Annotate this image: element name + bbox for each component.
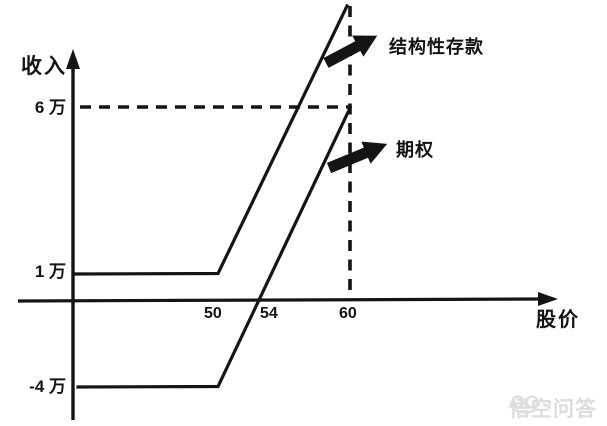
y-axis-label: 收入 [21,55,67,78]
y-tick-neg4wan: -4 万 [29,377,66,396]
x-axis-arrowhead-icon [538,292,558,306]
y-tick-1wan: 1 万 [34,262,66,281]
watermark-text: 悟空问答 [509,398,597,421]
structured-deposit-arrow-icon [323,35,378,68]
y-axis-arrowhead-icon [66,49,80,69]
option-arrow-icon [326,141,388,174]
watermark: 悟空问答 [509,393,597,423]
x-tick-50: 50 [204,305,222,322]
wukong-logo-icon [511,395,539,414]
structured-deposit-label: 结构性存款 [389,37,484,57]
x-axis-line [17,297,546,303]
x-axis-label: 股价 [536,309,580,331]
structured-deposit-line [73,3,350,276]
option-label: 期权 [396,140,434,160]
x-tick-60: 60 [339,305,357,322]
x-tick-54: 54 [260,305,278,322]
y-tick-6wan: 6 万 [34,98,66,117]
option-line [76,105,353,389]
